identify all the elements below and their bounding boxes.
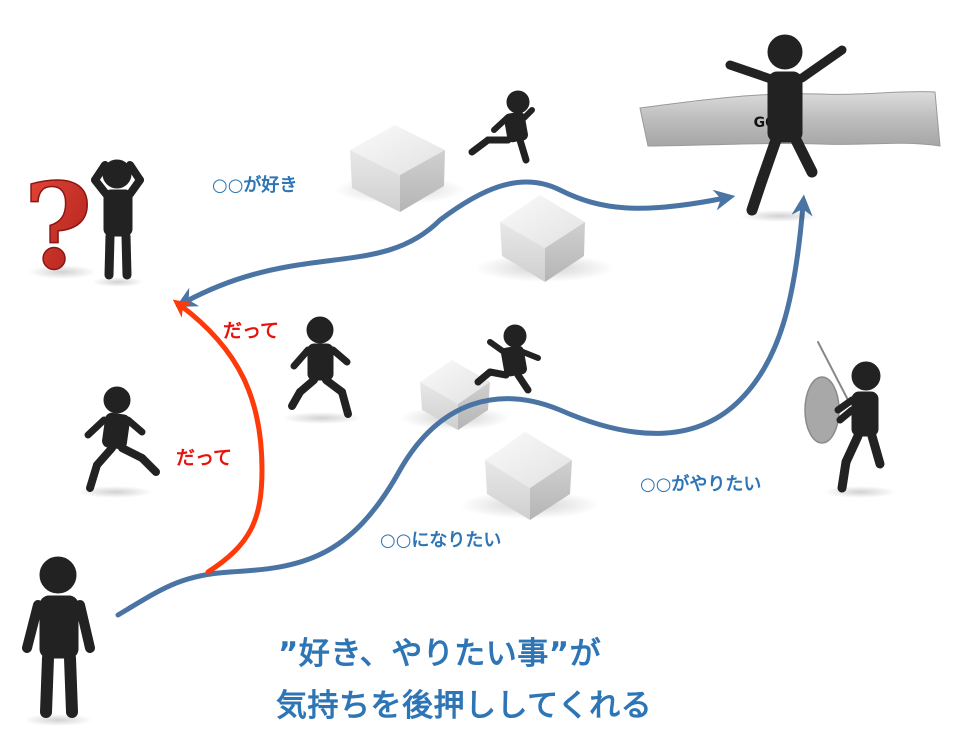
label-datte-lower: だって (176, 447, 233, 469)
obstacle-cube-top-mid (475, 195, 615, 282)
path-datte-red (172, 299, 265, 575)
caption-line-2: 気持ちを後押ししてくれる (276, 688, 653, 724)
label-become: ○○になりたい (380, 530, 502, 551)
figure-jumper-lower (474, 324, 541, 394)
caption-line-1: ”好き、やりたい事”が (278, 636, 602, 672)
obstacle-cube-bottom-mid (460, 432, 600, 520)
figure-runner-middle (282, 316, 362, 424)
figure-runner-left (77, 386, 160, 498)
label-datte-upper: だって (223, 320, 280, 342)
question-mark-icon: ? (23, 156, 96, 297)
figure-standing (22, 556, 95, 726)
label-likes: ○○が好き (212, 175, 298, 196)
svg-text:?: ? (23, 157, 92, 296)
label-want-do: ○○がやりたい (640, 474, 762, 495)
path-main-lower (115, 194, 813, 618)
path-likes-upper (175, 179, 736, 307)
obstacle-cube-top-left (335, 125, 465, 212)
figure-shield (804, 341, 896, 498)
figure-jumper-upper (468, 90, 535, 164)
figure-confused (91, 159, 144, 287)
figure-goal-celebrating (725, 34, 847, 222)
